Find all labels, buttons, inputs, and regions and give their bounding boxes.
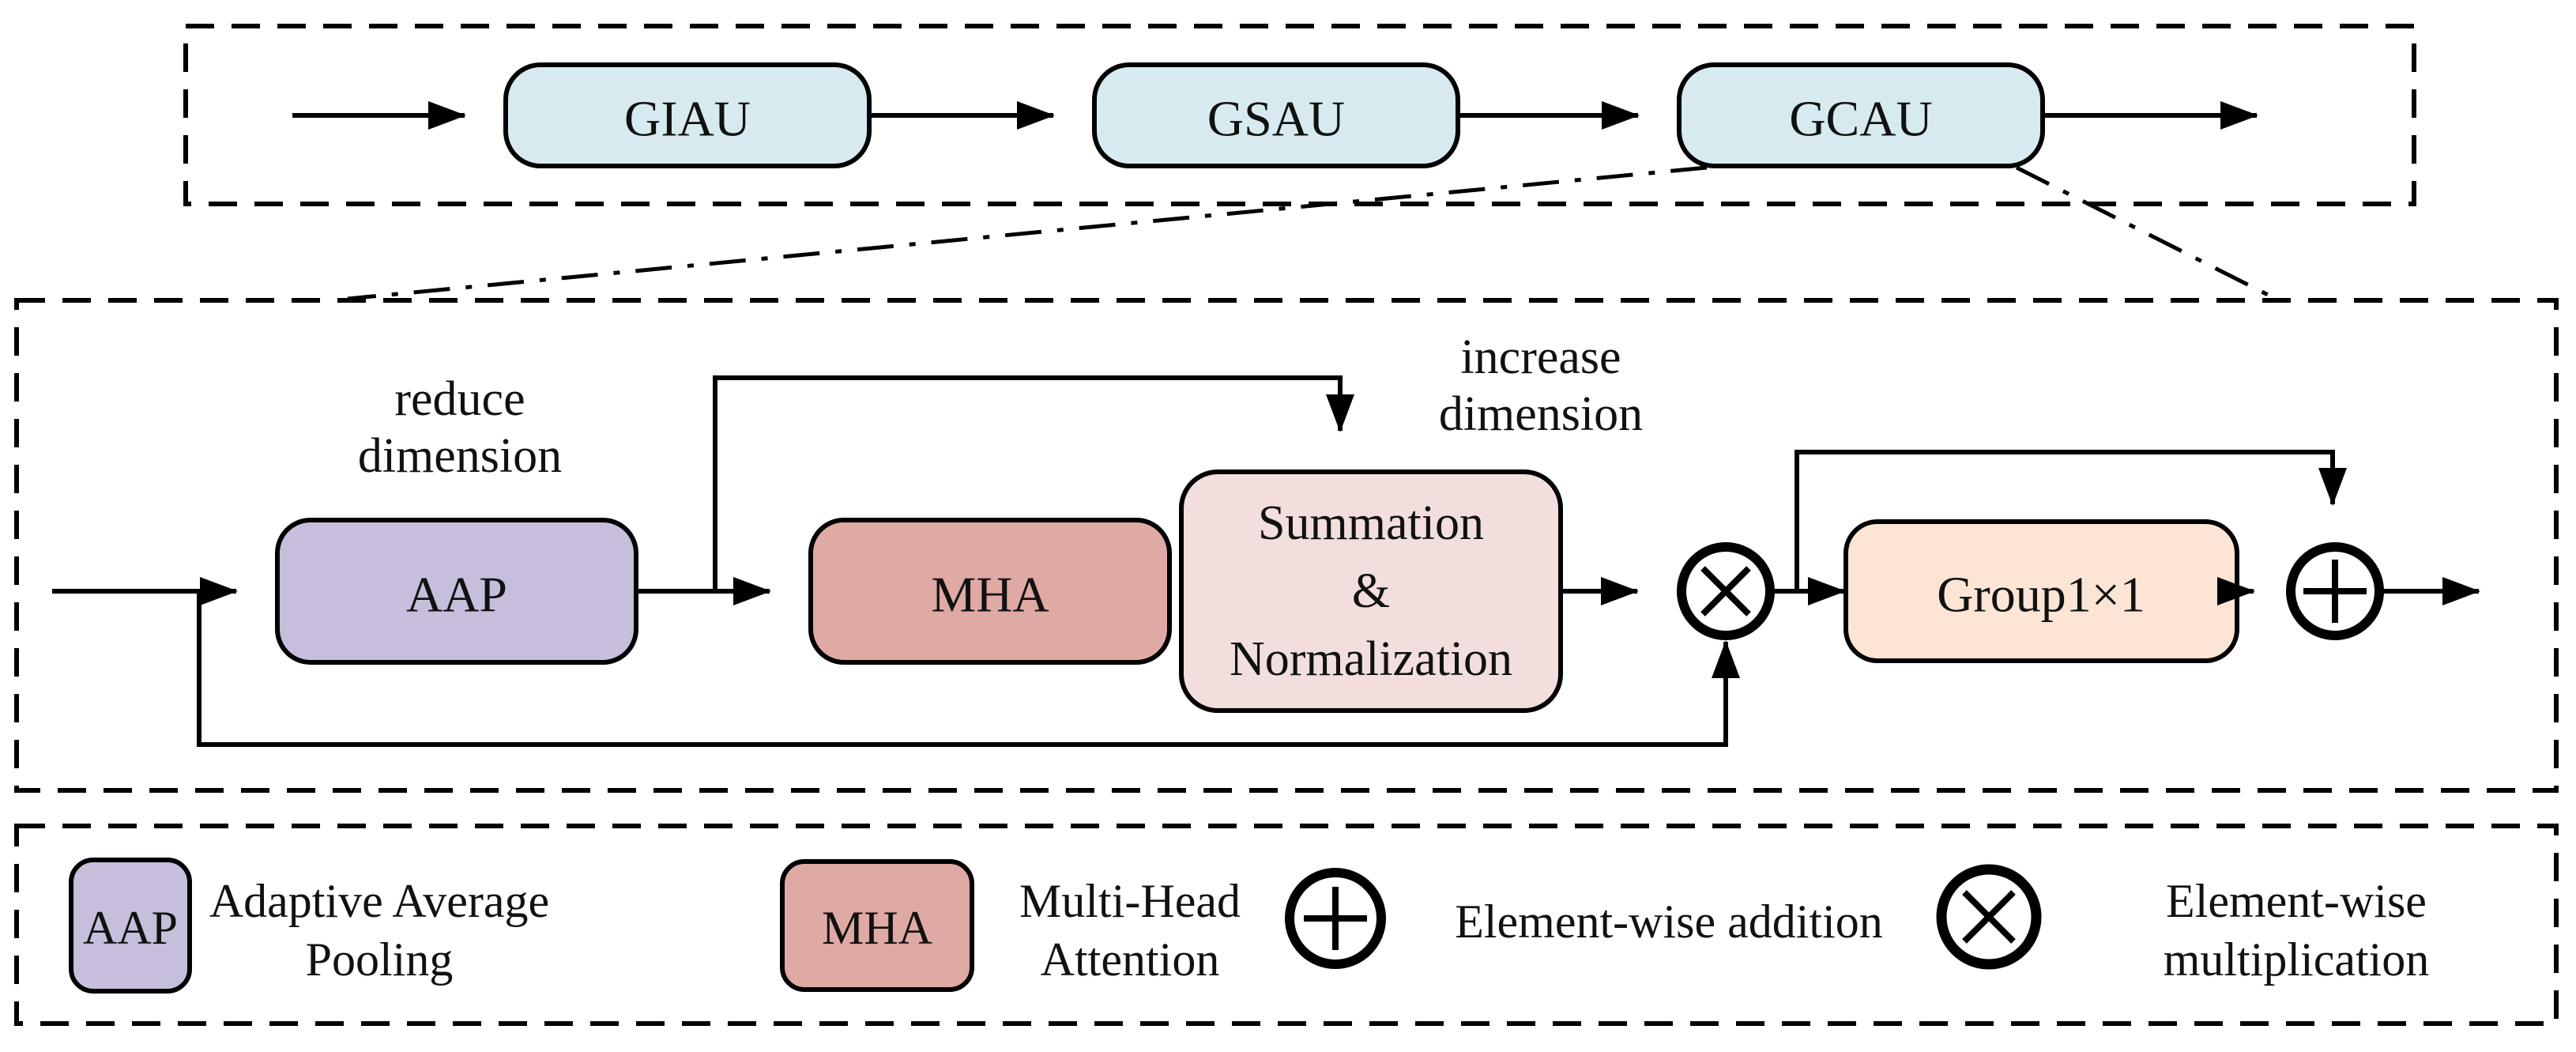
legend-multiply-desc-line1: Element-wise <box>2166 875 2427 927</box>
legend-multiply-desc-line2: multiplication <box>2164 933 2430 986</box>
reduce-dimension-note-line2: dimension <box>358 429 562 483</box>
legend-aap-desc-line2: Pooling <box>306 933 454 986</box>
giau-unit-label: GIAU <box>624 91 751 147</box>
increase-dimension-note-line1: increase <box>1460 330 1621 384</box>
aap-block-label: AAP <box>406 567 507 623</box>
group1x1-block-label: Group1×1 <box>1937 567 2145 623</box>
overview-dashed-border <box>183 24 2416 206</box>
mha-block-label: MHA <box>931 567 1049 623</box>
mha-block <box>808 518 1172 665</box>
legend-mha-desc-line2: Attention <box>1041 933 1220 986</box>
legend-add-desc: Element-wise addition <box>1455 896 1883 948</box>
legend-multiply-icon <box>1962 890 2016 944</box>
legend-aap-swatch <box>69 858 192 994</box>
increase-dimension-note-line2: dimension <box>1439 387 1643 441</box>
identity-bypass-line <box>197 591 1740 747</box>
legend-plus-icon <box>1304 887 1367 950</box>
gcau-detail-box: reduce dimension increase dimension AAP … <box>14 298 2559 793</box>
legend-mha-desc-line1: Multi-Head <box>1019 875 1241 927</box>
legend-item-mha: MHA Multi-Head Attention <box>780 859 1241 992</box>
add-node <box>2286 542 2384 640</box>
gcau-expand-connector-left <box>347 165 1708 301</box>
summation-label-line3: Normalization <box>1230 632 1512 686</box>
legend-item-aap: AAP Adaptive Average Pooling <box>69 858 549 994</box>
overview-pipeline-box: GIAU GSAU GCAU <box>183 24 2416 206</box>
legend-aap-desc-line1: Adaptive Average <box>209 875 549 927</box>
gcau-unit-label: GCAU <box>1789 91 1932 147</box>
reduce-dimension-note-line1: reduce <box>394 372 525 426</box>
summation-label-line2: & <box>1352 564 1390 618</box>
gsau-unit-label: GSAU <box>1207 91 1345 147</box>
multiply-node <box>1677 542 1775 640</box>
legend-aap-swatch-label: AAP <box>83 902 178 954</box>
summation-label-line1: Summation <box>1258 496 1484 550</box>
aap-to-summation-skip-line <box>713 375 1354 591</box>
legend-item-multiply: Element-wise multiplication <box>1936 864 2430 986</box>
legend-dashed-border <box>14 824 2559 1026</box>
multiply-icon <box>1700 566 1751 616</box>
legend-box: AAP Adaptive Average Pooling MHA Multi-H… <box>14 824 2559 1026</box>
legend-mha-swatch <box>780 859 974 992</box>
gcau-expand-connector-right <box>2015 165 2277 301</box>
group-skip-line <box>1795 450 2347 591</box>
legend-mha-swatch-label: MHA <box>822 902 932 954</box>
plus-icon <box>2303 560 2367 623</box>
legend-item-add: Element-wise addition <box>1285 868 1883 969</box>
